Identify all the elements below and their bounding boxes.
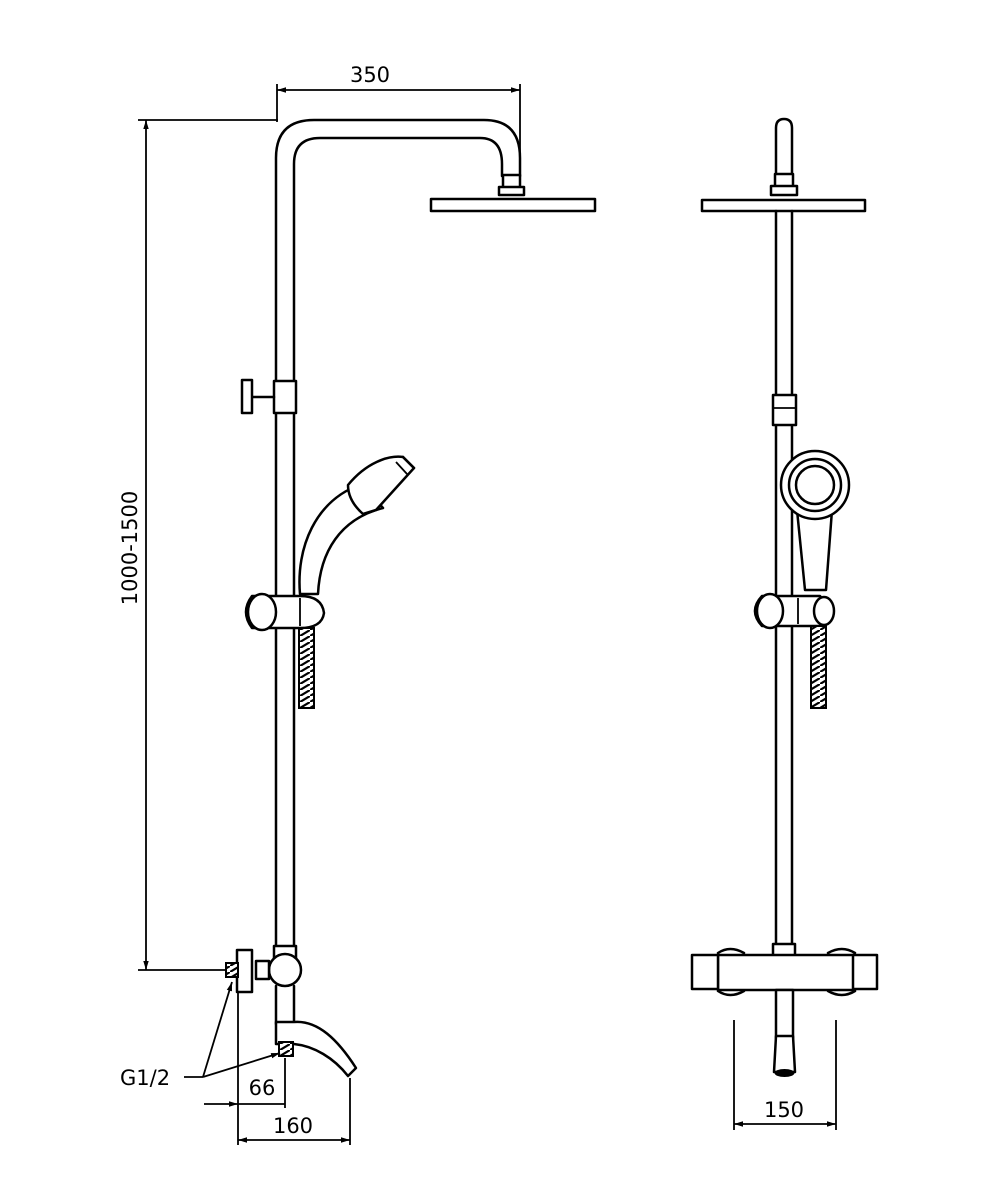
side-hose-spring: [298, 627, 315, 709]
side-mixer-body: [267, 952, 303, 988]
front-mixer-handle-right-rim: [826, 947, 857, 955]
front-mixer-handle-right: [851, 953, 879, 991]
front-spout-stem: [774, 988, 795, 1040]
dim-height-label: 1000-1500: [118, 491, 142, 605]
front-hose-spring: [810, 625, 827, 709]
front-hand-shower-handle: [795, 508, 834, 592]
front-spout-nozzle: [772, 1034, 797, 1074]
dim-spout-label: 160: [273, 1114, 313, 1138]
side-spout-thread: [278, 1041, 294, 1057]
front-hand-shower-ring: [787, 457, 843, 513]
front-head-connector-nut: [769, 184, 799, 197]
front-hand-shower-rim: [779, 449, 851, 521]
front-mixer-handle-left: [690, 953, 720, 991]
side-upper-bracket-clamp: [272, 379, 298, 415]
front-view: 150: [690, 117, 879, 1130]
side-riser-pipe-inner: [292, 136, 504, 952]
front-shower-head-plate: [700, 198, 867, 213]
side-upper-bracket-wall-plate: [240, 378, 254, 415]
front-slider-knob-left: [755, 592, 785, 630]
front-spout-outlet: [774, 1069, 795, 1077]
dim-head-reach-label: 350: [350, 63, 390, 87]
side-inlet-thread: [225, 962, 239, 978]
side-hand-shower-face-inner: [395, 461, 408, 475]
side-mixer-neck: [254, 959, 271, 981]
front-mixer-handle-left-rim-bottom: [716, 989, 746, 997]
thread-leader-to-spout: [202, 1052, 281, 1078]
front-mixer-handle-right-rim-bottom: [826, 989, 857, 997]
side-hand-shower-face: [401, 455, 416, 470]
thread-leader-to-inlet: [202, 981, 233, 1078]
front-slider-knob-right: [812, 595, 836, 627]
side-head-connector-nut: [497, 185, 526, 197]
side-bath-spout: [274, 1020, 358, 1078]
side-slider-knob: [246, 592, 278, 632]
connection-thread-label: G1/2: [120, 1066, 170, 1090]
dim-inlet-label: 66: [249, 1076, 276, 1100]
side-shower-head-plate: [429, 197, 597, 213]
side-wall-plate: [235, 948, 254, 994]
side-view: 350 1000-1500 G1/2 66 160: [118, 63, 597, 1145]
front-mixer-bar: [716, 953, 857, 992]
side-riser-pipe: [274, 118, 522, 952]
side-hand-shower-head: [346, 455, 416, 516]
front-mixer-handle-left-rim: [716, 947, 746, 955]
dim-centers-label: 150: [764, 1098, 804, 1122]
front-upper-bracket-clamp: [771, 393, 798, 427]
front-riser-top: [774, 117, 794, 178]
front-hand-shower-face: [794, 464, 836, 506]
